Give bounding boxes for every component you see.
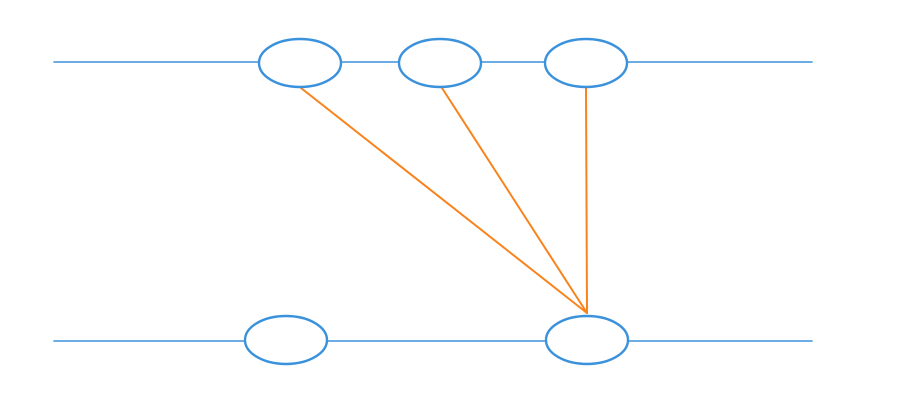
bottom-node-2[interactable] [544, 314, 630, 366]
top-node-1[interactable] [257, 37, 343, 89]
top-node-3[interactable] [543, 37, 629, 89]
bottom-node-1[interactable] [243, 314, 329, 366]
edge-top-node-2-to-bottom-node-2[interactable] [441, 87, 588, 314]
edge-top-node-1-to-bottom-node-2[interactable] [300, 87, 588, 314]
top-node-2[interactable] [397, 37, 483, 89]
edge-top-node-3-to-bottom-node-2[interactable] [585, 87, 588, 314]
